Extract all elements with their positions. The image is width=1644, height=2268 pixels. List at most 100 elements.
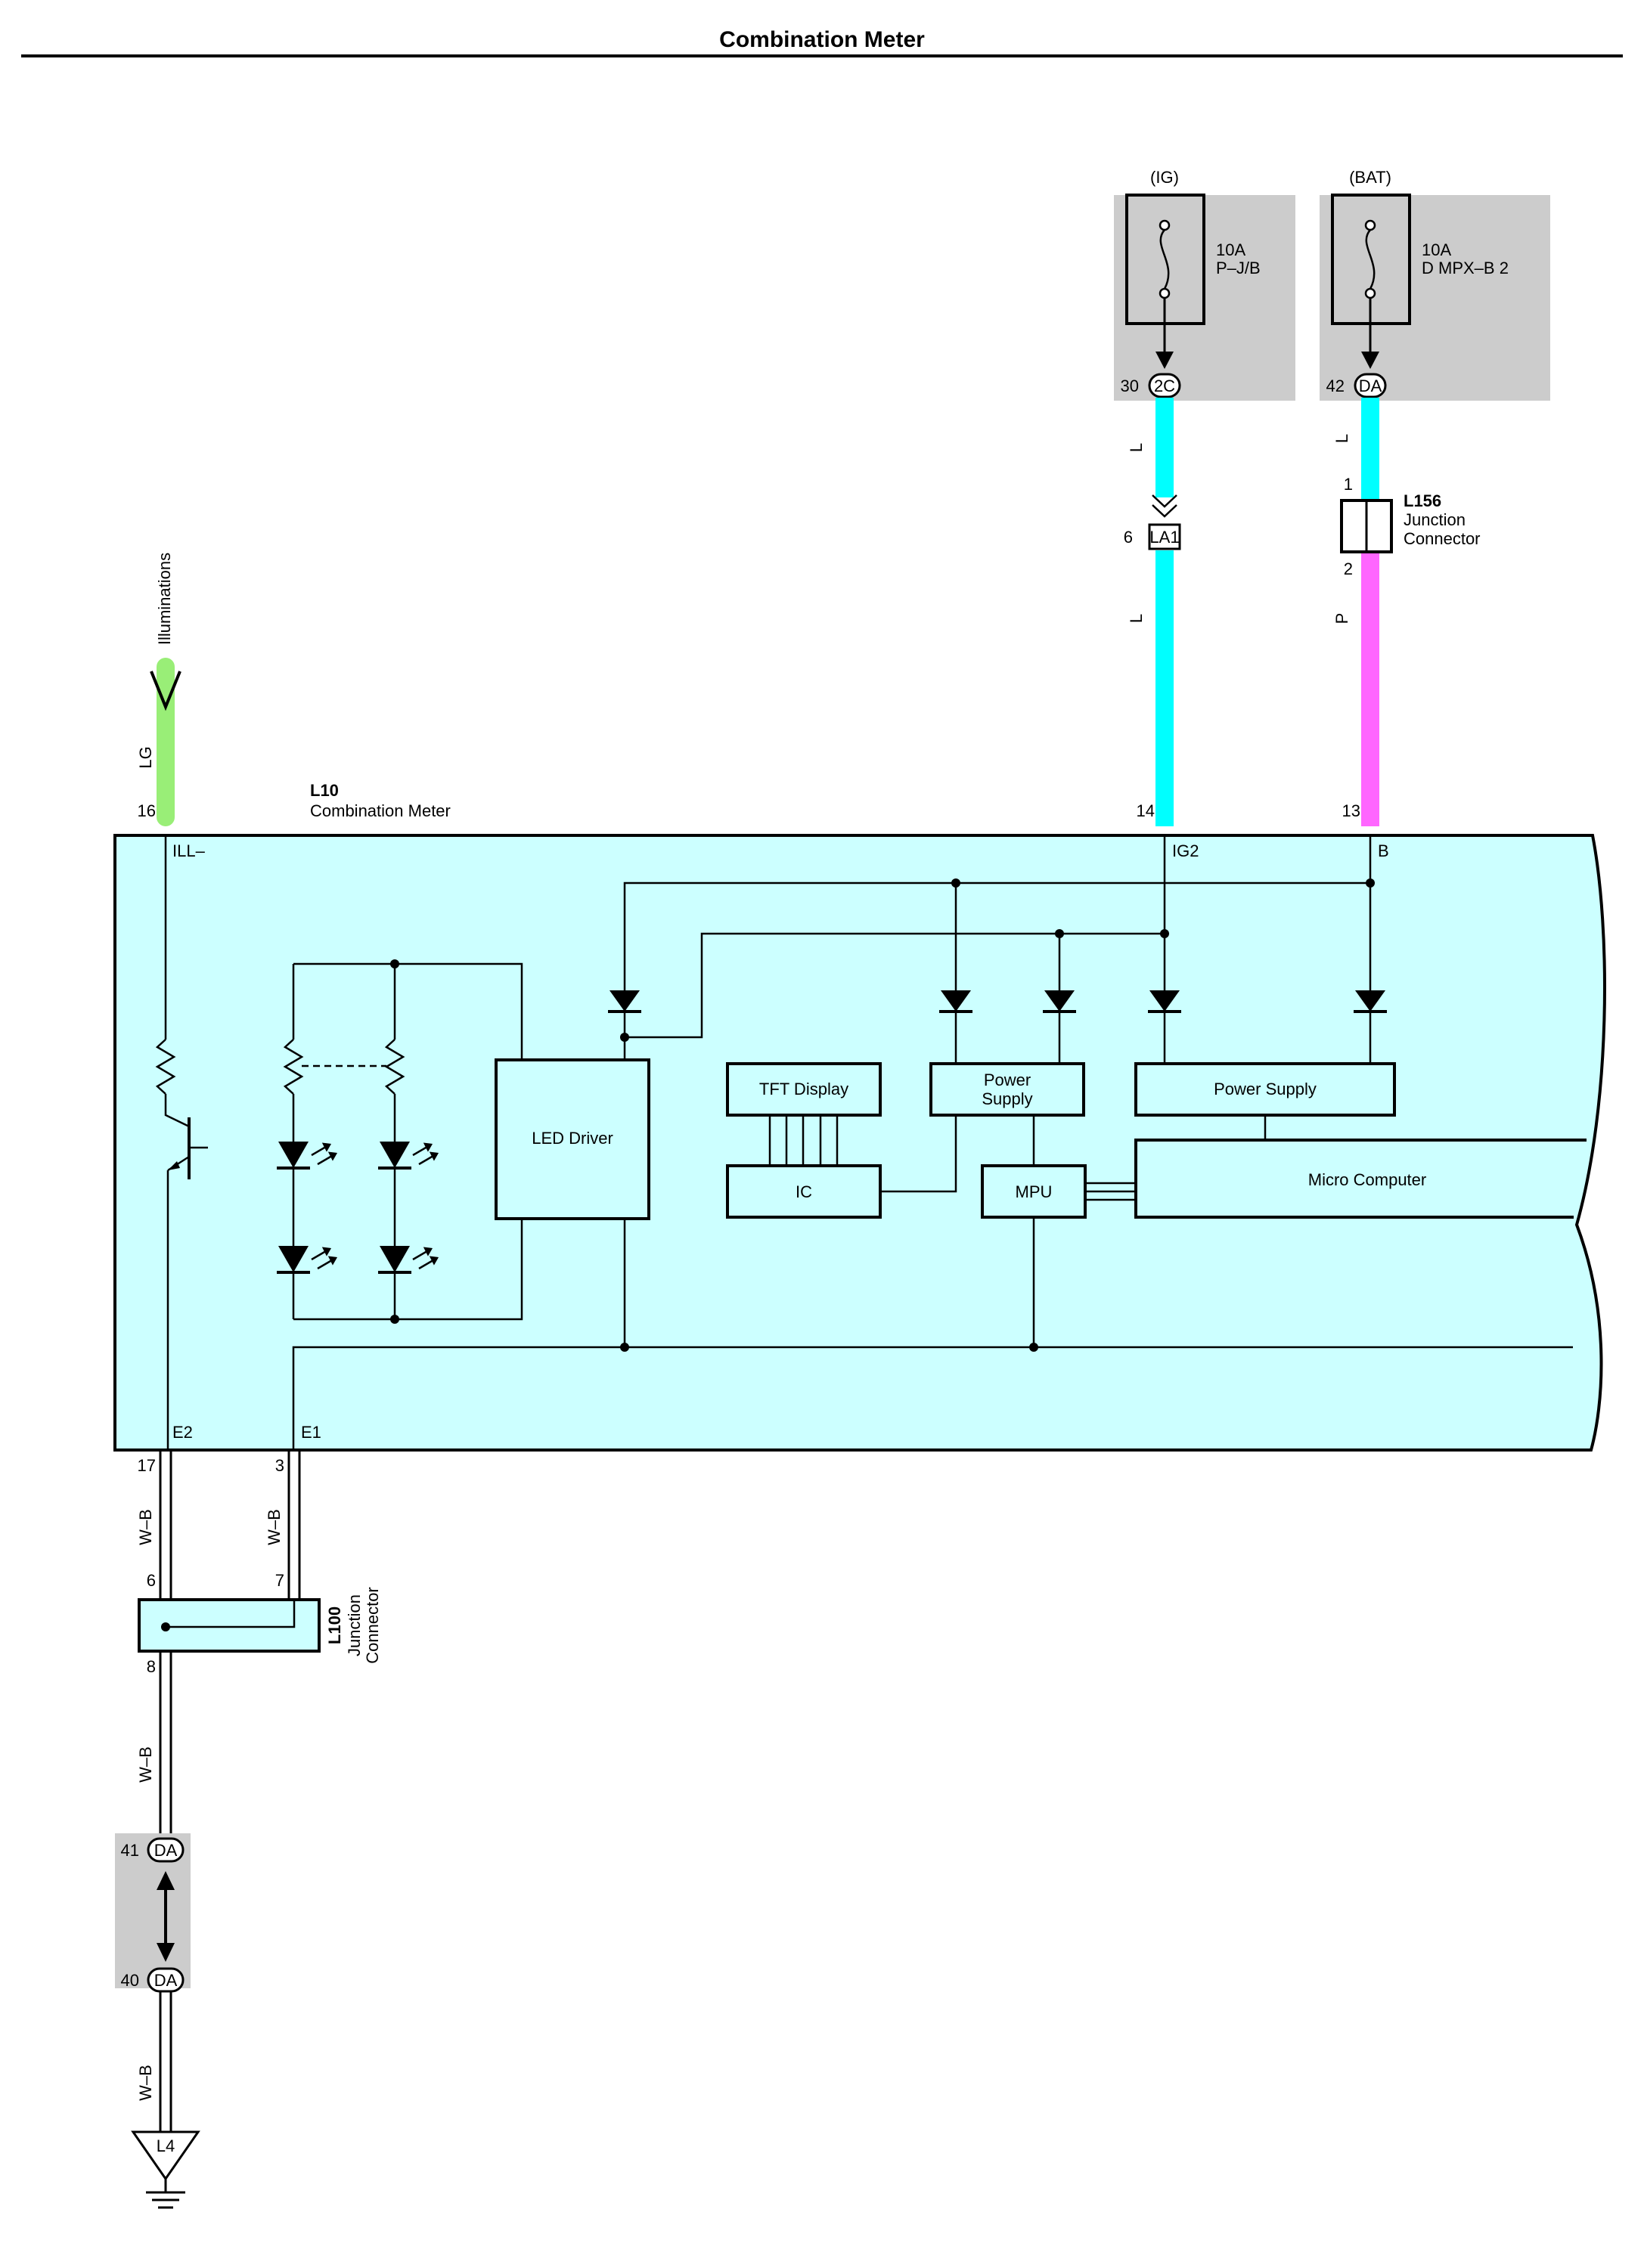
e1-ground-bus [292,1346,1573,1450]
l100-pin-a: 6 [147,1571,156,1590]
ray-1b-head [327,1151,338,1161]
tft-ic-bus [768,1115,839,1166]
ig-fuse-element [1159,229,1170,290]
la1-connector [1148,523,1181,550]
illum-wire-color: LG [136,746,155,768]
meter-id: L10 [310,781,339,800]
pin-ig2-name: IG2 [1172,841,1199,860]
led-col1-resistor [283,1039,304,1095]
la1-pin: 6 [1124,528,1133,547]
led-3 [278,1246,309,1272]
l156-line1: Junction [1404,510,1466,529]
gnd-mid-wire-color: W–B [136,1746,155,1783]
ground-triangle [131,2130,200,2181]
ray-1a-head [321,1142,332,1152]
pin-e2-name: E2 [172,1423,193,1442]
pin-14-number: 14 [1137,801,1155,820]
b-bus-node-2 [1366,878,1375,888]
ray-3b-head [327,1256,338,1266]
da-down-arrow [157,1943,175,1962]
bat-fuse-amp: 10A [1422,240,1451,259]
illum-arrow [150,671,181,711]
ig-connector-label: 2C [1154,376,1175,395]
ground-wiring: 17 3 W–B W–B 6 7 L100 Junction Connector… [115,1450,382,2209]
ill-resistor [155,1039,176,1095]
ig-fuse-bottom-terminal [1159,287,1171,299]
micro-computer-block [1134,1139,1587,1219]
da-upper-connector [147,1837,185,1863]
ig-fuse-name: P–J/B [1216,259,1261,277]
led-driver-block [495,1058,650,1220]
ray-4a-head [423,1247,433,1256]
bat-arrow [1361,352,1379,369]
bat-wire-upper-color: L [1332,434,1351,443]
illum-wire: Illuminations LG [136,553,181,826]
l100-pin-b: 7 [275,1571,284,1590]
bat-fuse-top-terminal [1364,219,1376,231]
ground-label: L4 [157,2136,175,2155]
l100-line1: Junction [345,1594,364,1656]
power-supply-small-line2: Supply [982,1089,1032,1108]
b-bus [623,881,1370,990]
ig-wire-lower-color: L [1127,614,1146,623]
bat-source-label: (BAT) [1349,168,1391,187]
bat-fuse-block: (BAT) 10A D MPX–B 2 DA 42 [1320,168,1550,401]
bat-fuse-name: D MPX–B 2 [1422,259,1509,277]
da-lower-connector [147,1967,185,1993]
power-supply-small-block [929,1062,1085,1117]
e2-wire [159,1450,172,2132]
led-bottom-rail [293,1219,523,1321]
pin-ill-name: ILL– [172,841,206,860]
pin-17-number: 17 [138,1456,156,1475]
bat-connector-label: DA [1359,376,1382,395]
power-distribution [608,835,1387,1064]
l156-pin-out: 2 [1344,559,1353,578]
led-1 [278,1142,309,1168]
micro-computer-label: Micro Computer [1308,1170,1426,1189]
ig-wire-lower [1155,550,1174,826]
pin-e1-name: E1 [301,1423,321,1442]
l156-id: L156 [1404,491,1441,510]
power-supply-large-label: Power Supply [1214,1080,1317,1098]
meter-name: Combination Meter [310,801,451,820]
ray-2b-head [429,1151,439,1161]
ig-wire-upper-color: L [1127,443,1146,452]
diagram-title: Combination Meter [719,27,925,52]
mpu-label: MPU [1016,1182,1053,1201]
ill-transistor-branch [155,835,208,1450]
ic-label: IC [796,1182,812,1201]
ray-2a-head [423,1142,433,1152]
diode-ps-small-ig [1044,990,1075,1012]
bat-fuse-bottom-terminal [1364,287,1376,299]
da-up-arrow [157,1871,175,1890]
pin-16-number: 16 [138,801,156,820]
ps-to-ic-line [880,1115,957,1193]
led-light-rays [311,1142,439,1270]
combination-meter-l10: L10 Combination Meter 16 14 13 ILL– IG2 … [113,781,1606,1452]
led-driver-label: LED Driver [532,1129,613,1148]
bat-shade [1320,195,1550,401]
bat-wire-upper [1361,398,1379,500]
illum-label: Illuminations [155,553,174,645]
e1-wire [287,1450,301,1600]
l156-line2: Connector [1404,529,1481,548]
ig-fuse-top-terminal [1159,219,1171,231]
diode-ps-small-b [941,990,971,1012]
bat-wire-lower [1361,553,1379,826]
ig-fuse-amp: 10A [1216,240,1245,259]
l100-line2: Connector [363,1587,382,1664]
transistor-base-lead [164,1094,190,1128]
pin-b-name: B [1378,841,1389,860]
led-4 [380,1246,410,1272]
diode-ps-large-ig [1149,990,1180,1012]
illum-wire-body [157,658,175,826]
led-top-node [390,959,399,968]
pin-3-number: 3 [275,1456,284,1475]
transistor-emitter-arrow [168,1161,180,1170]
mpu-micro-bus [1085,1182,1136,1201]
power-supply-small-line1: Power [984,1070,1031,1089]
tft-display-label: TFT Display [759,1080,848,1098]
l156-pin-in: 1 [1344,475,1353,494]
la1-label: LA1 [1149,528,1179,547]
